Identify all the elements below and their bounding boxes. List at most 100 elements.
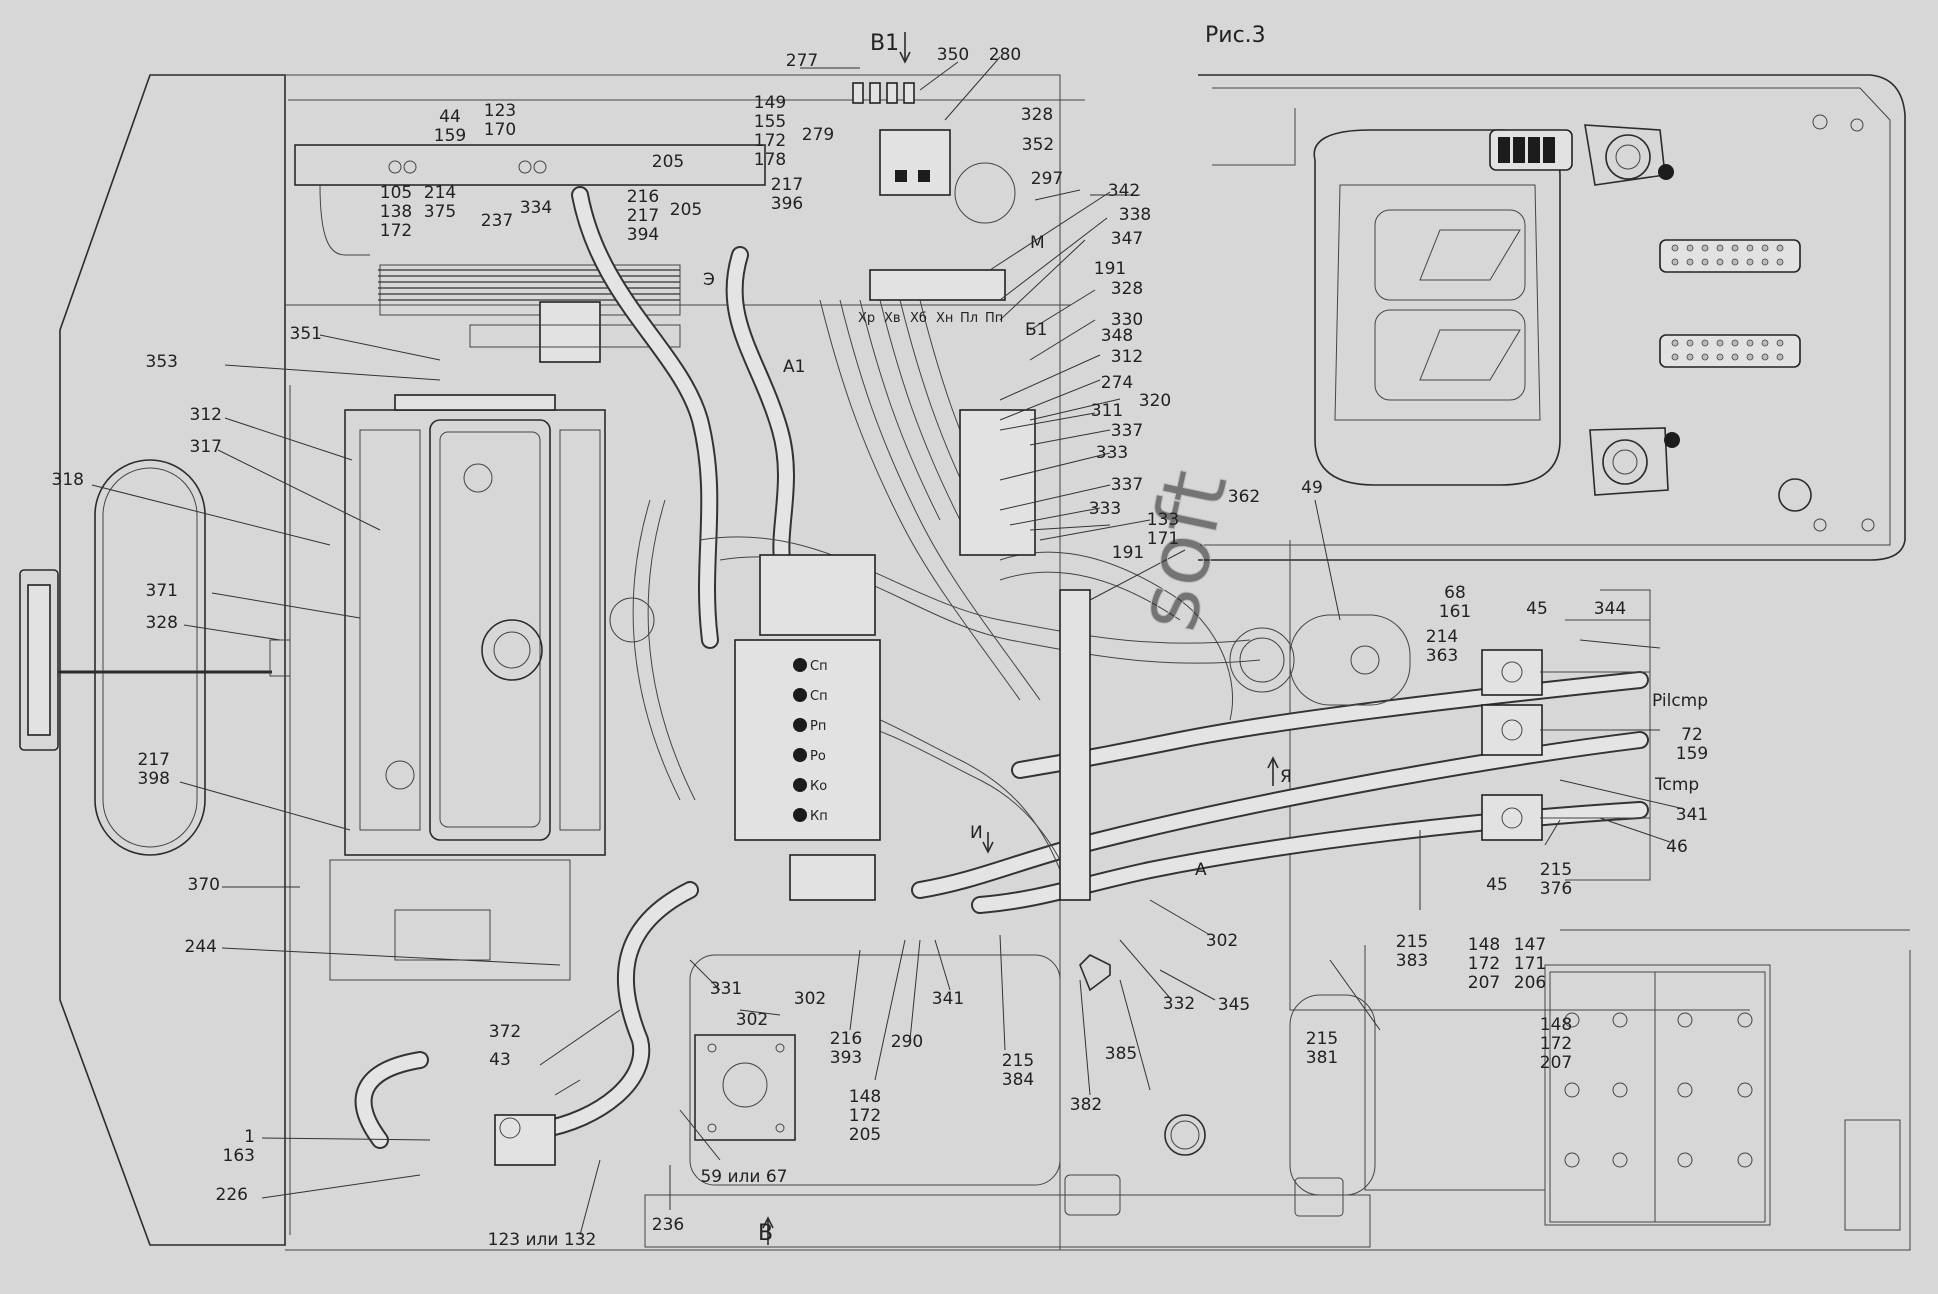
port-letter: Хн xyxy=(936,311,953,326)
port-letter-row: Хр Хв Хб Хн Пл Пп xyxy=(858,311,1003,326)
callout-line: 148 xyxy=(1468,935,1500,955)
callout-line: 344 xyxy=(1594,599,1626,619)
callout-49: 49 xyxy=(1301,478,1323,498)
callout-line: 217 xyxy=(138,750,170,770)
callout-line: 328 xyxy=(1111,279,1143,299)
view-mark-a1: А1 xyxy=(783,357,805,377)
callout-line: 216 xyxy=(627,187,659,207)
callout-line: 149 xyxy=(754,93,786,113)
callout-350: 350 xyxy=(937,45,969,65)
callout-line: 159 xyxy=(1676,744,1708,764)
callout-line: 351 xyxy=(290,324,322,344)
callout-337a: 337 xyxy=(1111,421,1143,441)
hose-ends-top xyxy=(852,82,915,104)
callout-line: 385 xyxy=(1105,1044,1137,1064)
callout-line: 383 xyxy=(1396,951,1428,971)
callout-191a: 191 xyxy=(1094,259,1126,279)
callout-line: 345 xyxy=(1218,995,1250,1015)
callout-line: 331 xyxy=(710,979,742,999)
callout-line: 347 xyxy=(1111,229,1143,249)
pump-label-tank: Tcmp xyxy=(1654,775,1699,795)
callout-line: 376 xyxy=(1540,879,1572,899)
callout-328c: 328 xyxy=(1111,279,1143,299)
cooling-assembly xyxy=(294,144,766,363)
callout-333b: 333 xyxy=(1089,499,1121,519)
callout-331: 331 xyxy=(710,979,742,999)
callout-345: 345 xyxy=(1218,995,1250,1015)
callout-line: 312 xyxy=(1111,347,1143,367)
valve-letter: Ко xyxy=(810,779,827,794)
callout-line: 297 xyxy=(1031,169,1063,189)
callout-line: 372 xyxy=(489,1022,521,1042)
callout-line: 333 xyxy=(1089,499,1121,519)
callout-302c: 302 xyxy=(736,1010,768,1030)
callout-line: 311 xyxy=(1091,401,1123,421)
callout-317: 317 xyxy=(190,437,222,457)
callout-line: 302 xyxy=(794,989,826,1009)
callout-line: 68 xyxy=(1444,583,1466,603)
callout-line: 384 xyxy=(1002,1070,1034,1090)
valve-letter: Сп xyxy=(810,689,828,704)
callout-line: 341 xyxy=(1676,805,1708,825)
callout-312b: 312 xyxy=(1111,347,1143,367)
callout-line: 237 xyxy=(481,211,513,231)
callout-337b: 337 xyxy=(1111,475,1143,495)
hydraulic-tank xyxy=(1549,971,1766,1223)
port-letter: Хб xyxy=(910,311,927,326)
callout-line: 206 xyxy=(1514,973,1546,993)
callout-line: 44 xyxy=(439,107,461,127)
callout-352: 352 xyxy=(1022,135,1054,155)
callout-line: 393 xyxy=(830,1048,862,1068)
callout-line: 148 xyxy=(849,1087,881,1107)
callout-line: 163 xyxy=(223,1146,255,1166)
view-mark-ya: Я xyxy=(1280,767,1292,787)
callout-line: 350 xyxy=(937,45,969,65)
callout-line: 342 xyxy=(1108,181,1140,201)
callout-line: 207 xyxy=(1540,1053,1572,1073)
callout-line: 171 xyxy=(1514,954,1546,974)
callout-line: 133 xyxy=(1147,510,1179,530)
callout-line: 170 xyxy=(484,120,516,140)
callout-59: 59 или 67 xyxy=(700,1167,787,1187)
callout-line: 279 xyxy=(802,125,834,145)
callout-line: 148 xyxy=(1540,1015,1572,1035)
port-letter: Пп xyxy=(985,311,1003,326)
callout-line: 370 xyxy=(188,875,220,895)
callout-382: 382 xyxy=(1070,1095,1102,1115)
callout-280: 280 xyxy=(989,45,1021,65)
callout-line: 205 xyxy=(670,200,702,220)
valve-letter: Рп xyxy=(810,719,826,734)
callout-line: 302 xyxy=(736,1010,768,1030)
callout-330: 330 xyxy=(1111,310,1143,330)
callout-45a: 45 xyxy=(1526,599,1548,619)
callout-344: 344 xyxy=(1594,599,1626,619)
callout-385: 385 xyxy=(1105,1044,1137,1064)
callout-311: 311 xyxy=(1091,401,1123,421)
callout-line: 217 xyxy=(627,206,659,226)
valve-letter: Кп xyxy=(810,809,828,824)
callout-line: 381 xyxy=(1306,1048,1338,1068)
callout-line: 375 xyxy=(424,202,456,222)
callout-line: 353 xyxy=(146,352,178,372)
callout-328b: 328 xyxy=(1021,105,1053,125)
callout-370: 370 xyxy=(188,875,220,895)
callout-line: 215 xyxy=(1002,1051,1034,1071)
callout-line: 337 xyxy=(1111,475,1143,495)
callout-236: 236 xyxy=(652,1215,684,1235)
callout-123b: 123 или 132 xyxy=(488,1230,597,1250)
callout-line: 45 xyxy=(1526,599,1548,619)
callout-328a: 328 xyxy=(146,613,178,633)
port-letter: Хр xyxy=(858,311,875,326)
callout-line: 171 xyxy=(1147,529,1179,549)
